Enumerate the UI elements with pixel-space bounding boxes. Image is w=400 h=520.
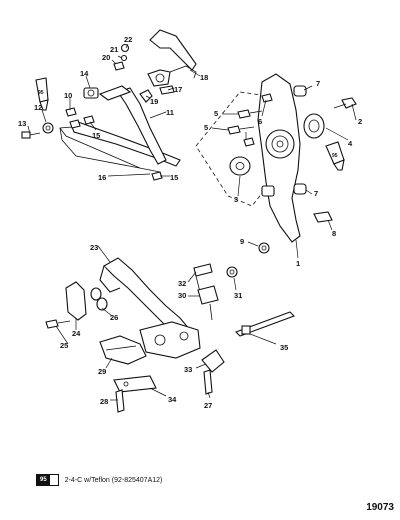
callout-15a: 15 (92, 131, 100, 140)
screw-2 (341, 97, 357, 109)
svg-text:95: 95 (332, 153, 338, 159)
callout-5b: 5 (204, 123, 208, 132)
clamp-33 (201, 349, 225, 373)
sealant-badge-icon: 95 (36, 474, 59, 486)
fitting-15a (83, 115, 95, 125)
screw-25 (45, 319, 59, 329)
callout-4: 4 (348, 139, 353, 148)
leader-lines (27, 43, 357, 401)
callout-31: 31 (234, 291, 242, 300)
callout-3: 3 (234, 195, 238, 204)
callout-1: 1 (296, 259, 300, 268)
bolt-6a (261, 93, 273, 103)
callout-16: 16 (98, 173, 106, 182)
sealant-legend: 95 2-4-C w/Teflon (92-825407A12) (36, 474, 162, 486)
bolt-6b (243, 137, 255, 147)
callout-22: 22 (124, 35, 132, 44)
callout-17: 17 (174, 85, 182, 94)
screw-20 (113, 61, 125, 71)
nut-9 (258, 242, 270, 254)
roller-7a (293, 85, 307, 97)
fitting-15b (151, 171, 163, 181)
upper-linkage (149, 29, 197, 71)
center-housing (139, 321, 201, 359)
washer-12 (42, 122, 54, 134)
callout-5a: 5 (214, 109, 218, 118)
bushing-26a (90, 287, 102, 301)
bushing-26b (96, 297, 108, 311)
callout-11: 11 (166, 108, 174, 117)
bracket-bushing (83, 87, 99, 99)
sealant-tube-icon-right: 95 (325, 141, 345, 171)
connector-32 (193, 263, 213, 277)
screw-27 (203, 369, 213, 395)
screw-28 (115, 389, 125, 413)
connector-30 (197, 285, 219, 305)
cover-plate-24 (65, 281, 87, 321)
screw-13 (21, 131, 41, 139)
callout-7b: 7 (314, 189, 318, 198)
callout-13: 13 (18, 119, 26, 128)
svg-text:95: 95 (38, 90, 44, 96)
callout-8: 8 (332, 229, 336, 238)
throttle-lever-arm (117, 87, 167, 165)
callout-26: 26 (110, 313, 118, 322)
callout-30: 30 (178, 291, 186, 300)
callout-33: 33 (184, 365, 192, 374)
callout-12: 12 (34, 103, 42, 112)
strap-34 (113, 375, 157, 393)
callout-2: 2 (358, 117, 362, 126)
figure-number: 19073 (366, 502, 394, 513)
legend-text: 2-4-C w/Teflon (92-825407A12) (64, 476, 163, 484)
callout-21: 21 (110, 45, 118, 54)
callout-34: 34 (168, 395, 177, 404)
callout-28: 28 (100, 397, 108, 406)
nut-31 (226, 266, 238, 278)
callout-20: 20 (102, 53, 110, 62)
callout-29: 29 (98, 367, 106, 376)
disc-3 (229, 156, 251, 176)
sealant-tube-icon: 95 (35, 77, 49, 111)
cam-pulley (303, 113, 325, 139)
bolt-10 (65, 107, 77, 117)
callout-25: 25 (60, 341, 68, 350)
bolt-5a (237, 109, 251, 119)
callout-6: 6 (258, 117, 262, 126)
pin-8 (313, 211, 333, 223)
bolt-5b (227, 125, 241, 135)
callout-7a: 7 (316, 79, 320, 88)
callout-15b: 15 (170, 173, 178, 182)
callout-32: 32 (178, 279, 186, 288)
callout-35: 35 (280, 343, 288, 352)
callout-labels: 22 21 20 18 14 10 12 13 15 17 19 11 16 1… (18, 35, 362, 410)
bushing-17 (159, 85, 175, 95)
nut-21 (120, 54, 128, 62)
switch-assembly (99, 335, 147, 365)
callout-23: 23 (90, 243, 98, 252)
callout-9: 9 (240, 237, 244, 246)
callout-27: 27 (204, 401, 212, 410)
plate-hub (265, 129, 295, 159)
callout-19: 19 (150, 97, 158, 106)
callout-14: 14 (80, 69, 89, 78)
callout-24: 24 (72, 329, 81, 338)
callout-18: 18 (200, 73, 208, 82)
roller-7b (293, 183, 307, 195)
callout-10: 10 (64, 91, 72, 100)
